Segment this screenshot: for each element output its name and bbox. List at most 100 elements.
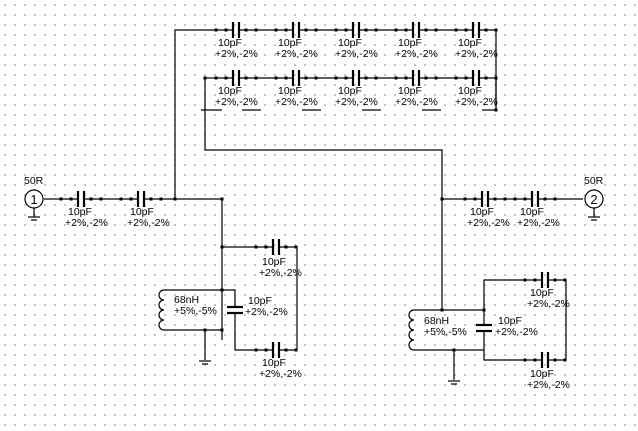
node-dot bbox=[404, 28, 408, 32]
node-dot bbox=[244, 28, 248, 32]
inductor-tolerance: +5%,-5% bbox=[424, 326, 467, 338]
capacitor-tolerance: +2%,-2% bbox=[335, 96, 378, 108]
ground-symbol bbox=[448, 380, 460, 385]
capacitor-value: 10pF bbox=[218, 37, 242, 49]
capacitor-ctop2[interactable]: 10pF+2%,-2% bbox=[274, 22, 318, 60]
node-dot bbox=[394, 76, 398, 80]
node-dot bbox=[59, 197, 63, 201]
port-number: 1 bbox=[30, 192, 37, 207]
node-dot bbox=[203, 328, 207, 332]
port-impedance: 50R bbox=[24, 175, 44, 187]
node-dot bbox=[159, 197, 163, 201]
capacitor-ctop5[interactable]: 10pF+2%,-2% bbox=[454, 22, 498, 60]
node-dot bbox=[274, 28, 278, 32]
capacitor-cout2[interactable]: 10pF+2%,-2% bbox=[513, 191, 560, 229]
node-dot bbox=[503, 197, 507, 201]
node-dot bbox=[553, 197, 557, 201]
capacitor-value: 10pF bbox=[278, 85, 302, 97]
node-dot bbox=[203, 76, 207, 80]
capacitor-ctop3[interactable]: 10pF+2%,-2% bbox=[334, 22, 378, 60]
node-dot bbox=[563, 358, 567, 362]
capacitor-cmid2[interactable]: 10pF+2%,-2% bbox=[274, 70, 318, 108]
capacitor-cl3[interactable]: 10pF+2%,-2% bbox=[254, 342, 302, 380]
node-dot bbox=[344, 76, 348, 80]
node-dot bbox=[284, 28, 288, 32]
capacitor-cmid1[interactable]: 10pF+2%,-2% bbox=[214, 70, 258, 108]
node-dot bbox=[304, 76, 308, 80]
capacitor-tolerance: +2%,-2% bbox=[259, 267, 302, 279]
node-dot bbox=[494, 108, 498, 112]
node-dot bbox=[494, 76, 498, 80]
node-dot bbox=[224, 76, 228, 80]
capacitor-value: 10pF bbox=[398, 85, 422, 97]
capacitor-tolerance: +2%,-2% bbox=[335, 48, 378, 60]
capacitor-cr2[interactable]: 10pF+2%,-2% bbox=[476, 315, 538, 338]
capacitor-cr3[interactable]: 10pF+2%,-2% bbox=[523, 352, 570, 391]
node-dot bbox=[294, 245, 298, 249]
capacitor-tolerance: +2%,-2% bbox=[275, 48, 318, 60]
capacitor-tolerance: +2%,-2% bbox=[127, 217, 170, 229]
capacitor-value: 10pF bbox=[278, 37, 302, 49]
capacitor-cr1[interactable]: 10pF+2%,-2% bbox=[523, 272, 570, 310]
node-dot bbox=[264, 348, 268, 352]
capacitor-cin1[interactable]: 10pF+2%,-2% bbox=[59, 191, 108, 229]
capacitor-tolerance: +2%,-2% bbox=[527, 298, 570, 310]
node-dot bbox=[374, 28, 378, 32]
capacitor-cl1[interactable]: 10pF+2%,-2% bbox=[254, 239, 302, 279]
capacitor-tolerance: +2%,-2% bbox=[455, 48, 498, 60]
inductor-l2[interactable]: 68nH+5%,-5% bbox=[408, 309, 467, 351]
capacitor-value: 10pF bbox=[398, 37, 422, 49]
node-dot bbox=[284, 348, 288, 352]
node-dot bbox=[553, 278, 557, 282]
capacitor-cmid5[interactable]: 10pF+2%,-2% bbox=[454, 70, 498, 108]
node-dot bbox=[254, 348, 258, 352]
node-dot bbox=[274, 76, 278, 80]
capacitor-tolerance: +2%,-2% bbox=[259, 368, 302, 380]
node-dot bbox=[314, 76, 318, 80]
node-dot bbox=[99, 197, 103, 201]
capacitor-tolerance: +2%,-2% bbox=[65, 217, 108, 229]
capacitor-value: 10pF bbox=[458, 85, 482, 97]
node-dot bbox=[224, 28, 228, 32]
capacitor-cl2[interactable]: 10pF+2%,-2% bbox=[227, 295, 288, 320]
capacitor-value: 10pF bbox=[338, 37, 362, 49]
node-dot bbox=[119, 197, 123, 201]
node-dot bbox=[523, 278, 527, 282]
capacitor-tolerance: +2%,-2% bbox=[395, 48, 438, 60]
node-dot bbox=[424, 76, 428, 80]
capacitor-cout1[interactable]: 10pF+2%,-2% bbox=[463, 191, 510, 229]
node-dot bbox=[484, 28, 488, 32]
capacitor-value: 10pF bbox=[470, 206, 494, 218]
node-dot bbox=[89, 197, 93, 201]
node-dot bbox=[523, 358, 527, 362]
capacitor-cin2[interactable]: 10pF+2%,-2% bbox=[119, 191, 170, 229]
node-dot bbox=[220, 328, 224, 332]
node-dot bbox=[424, 28, 428, 32]
wire bbox=[414, 349, 455, 380]
capacitor-cmid3[interactable]: 10pF+2%,-2% bbox=[334, 70, 378, 108]
capacitor-value: 10pF bbox=[262, 357, 286, 369]
node-dot bbox=[214, 28, 218, 32]
capacitor-ctop4[interactable]: 10pF+2%,-2% bbox=[394, 22, 438, 60]
wire bbox=[174, 29, 215, 199]
node-dot bbox=[374, 76, 378, 80]
capacitor-tolerance: +2%,-2% bbox=[245, 306, 288, 318]
node-dot bbox=[284, 245, 288, 249]
node-dot bbox=[553, 358, 557, 362]
node-dot bbox=[173, 197, 177, 201]
node-dot bbox=[149, 197, 153, 201]
node-dot bbox=[533, 278, 537, 282]
node-dot bbox=[434, 76, 438, 80]
capacitor-cmid4[interactable]: 10pF+2%,-2% bbox=[394, 70, 438, 108]
capacitor-ctop1[interactable]: 10pF+2%,-2% bbox=[214, 22, 258, 60]
node-dot bbox=[464, 76, 468, 80]
inductor-l1[interactable]: 68nH+5%,-5% bbox=[158, 289, 217, 331]
capacitor-tolerance: +2%,-2% bbox=[395, 96, 438, 108]
node-dot bbox=[440, 308, 444, 312]
capacitor-value: 10pF bbox=[130, 206, 154, 218]
node-dot bbox=[254, 28, 258, 32]
